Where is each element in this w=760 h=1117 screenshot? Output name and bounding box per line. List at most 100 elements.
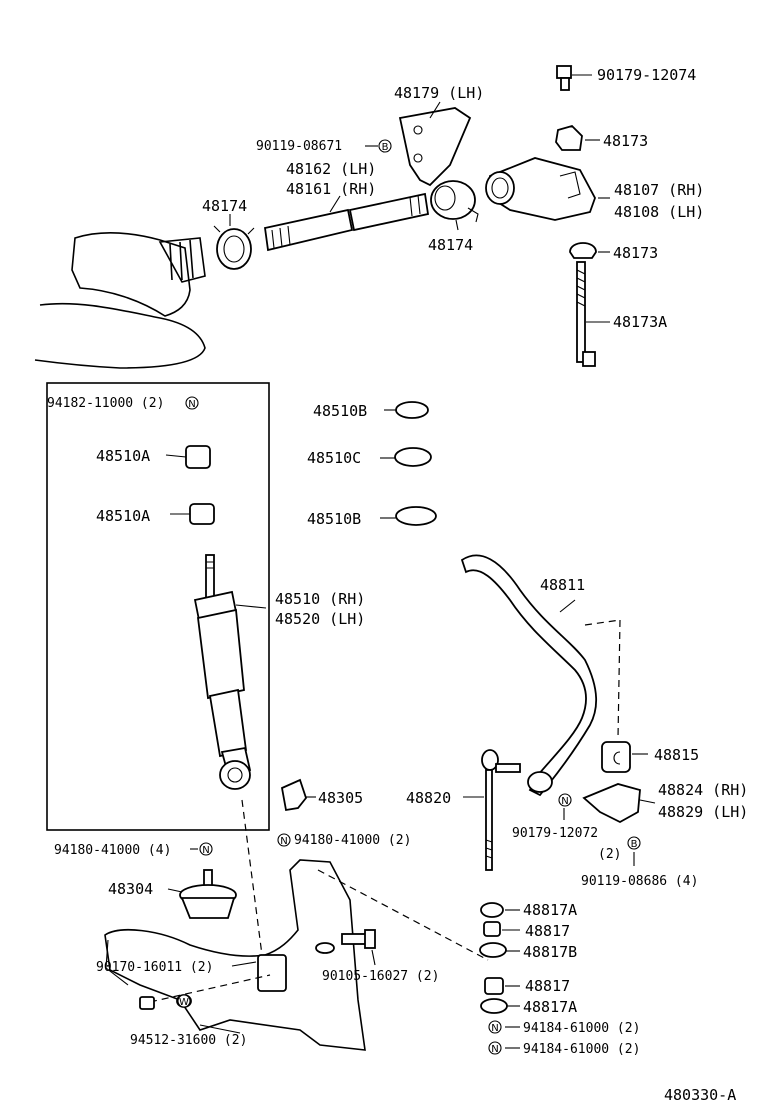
label-48520: 48520 (LH) bbox=[275, 610, 365, 628]
boot-left bbox=[158, 237, 206, 283]
label-48510B-1: 48510B bbox=[313, 402, 367, 420]
label-94184-61000-1: 94184-61000 (2) bbox=[523, 1021, 640, 1036]
n-circle-icon: N bbox=[277, 833, 291, 847]
svg-text:N: N bbox=[491, 1023, 498, 1034]
label-94184-61000-2: 94184-61000 (2) bbox=[523, 1042, 640, 1057]
stabilizer-bar-end bbox=[527, 771, 553, 793]
circled-symbols: B N N N B N W N N bbox=[177, 139, 641, 1055]
link-48820 bbox=[481, 749, 521, 871]
bolt-90105-16027 bbox=[315, 929, 376, 954]
bushing-stack-48817 bbox=[479, 902, 508, 1014]
label-90170-16011: 90170-16011 (2) bbox=[96, 960, 213, 975]
label-48815: 48815 bbox=[654, 746, 699, 764]
svg-text:N: N bbox=[188, 399, 195, 410]
bolt-90179-12074 bbox=[556, 65, 572, 91]
svg-text:B: B bbox=[382, 142, 389, 153]
b-circle-icon: B bbox=[378, 139, 392, 153]
bushing-48815 bbox=[601, 741, 631, 773]
label-48173A: 48173A bbox=[613, 313, 667, 331]
label-48817A-1: 48817A bbox=[523, 901, 577, 919]
label-48510B-2: 48510B bbox=[307, 510, 361, 528]
label-48510: 48510 (RH) bbox=[275, 590, 365, 608]
label-48107: 48107 (RH) bbox=[614, 181, 704, 199]
n-circle-icon: N bbox=[199, 842, 213, 856]
label-90105-16027: 90105-16027 (2) bbox=[322, 969, 439, 984]
clamp-48174-left bbox=[213, 225, 255, 270]
label-48510C: 48510C bbox=[307, 449, 361, 467]
label-94182-11000: 94182-11000 (2) bbox=[47, 396, 164, 411]
label-48829: 48829 (LH) bbox=[658, 803, 748, 821]
svg-text:W: W bbox=[179, 997, 189, 1008]
label-48174-left: 48174 bbox=[202, 197, 247, 215]
label-48304: 48304 bbox=[108, 880, 153, 898]
label-94180-41000-left: 94180-41000 (4) bbox=[54, 843, 171, 858]
bracket-48179 bbox=[398, 107, 472, 187]
anchor-arm-48107-48108 bbox=[485, 157, 596, 221]
label-48817-2: 48817 bbox=[525, 977, 570, 995]
label-48510A-2: 48510A bbox=[96, 507, 150, 525]
cushion-48510A-upper bbox=[185, 445, 211, 469]
mount-48304 bbox=[179, 869, 237, 919]
bracket-48305 bbox=[280, 778, 308, 812]
dash-line-4 bbox=[617, 619, 621, 739]
svg-text:N: N bbox=[202, 845, 209, 856]
bolt-48173A bbox=[576, 261, 596, 367]
svg-text:N: N bbox=[561, 796, 568, 807]
n-circle-icon: N bbox=[558, 793, 572, 807]
diagram-artwork bbox=[34, 65, 656, 1051]
cushion-48510A-lower bbox=[189, 503, 215, 525]
figure-code: 480330-A bbox=[664, 1086, 736, 1104]
cap-48173-top bbox=[555, 124, 583, 151]
dash-line-3 bbox=[584, 619, 621, 626]
label-48179: 48179 (LH) bbox=[394, 84, 484, 102]
shock-group-box bbox=[46, 382, 270, 831]
b-circle-icon: B bbox=[627, 836, 641, 850]
label-48305: 48305 bbox=[318, 789, 363, 807]
svg-text:N: N bbox=[280, 836, 287, 847]
part-labels: 90179-12074 48179 (LH) 48173 90119-08671… bbox=[47, 66, 748, 1104]
svg-text:N: N bbox=[491, 1044, 498, 1055]
label-48510A-1: 48510A bbox=[96, 447, 150, 465]
label-48820: 48820 bbox=[406, 789, 451, 807]
label-48173-top: 48173 bbox=[603, 132, 648, 150]
stabilizer-bracket-lower bbox=[257, 954, 287, 992]
nut-90170-16011 bbox=[139, 996, 155, 1010]
label-90119-08686: 90119-08686 (4) bbox=[581, 874, 698, 889]
label-48173-mid: 48173 bbox=[613, 244, 658, 262]
label-48817-1: 48817 bbox=[525, 922, 570, 940]
washer-48510B-upper bbox=[395, 401, 429, 419]
svg-text:B: B bbox=[631, 839, 638, 850]
label-48817B: 48817B bbox=[523, 943, 577, 961]
label-48174-mid: 48174 bbox=[428, 236, 473, 254]
n-circle-icon: N bbox=[488, 1041, 502, 1055]
label-48162: 48162 (LH) bbox=[286, 160, 376, 178]
n-circle-icon: N bbox=[488, 1020, 502, 1034]
torsion-bar-48161-48162 bbox=[263, 192, 430, 252]
label-90179-12074: 90179-12074 bbox=[597, 66, 696, 84]
n-circle-icon: N bbox=[185, 396, 199, 410]
label-94512-31600: 94512-31600 (2) bbox=[130, 1033, 247, 1048]
clamp-48174-middle bbox=[430, 180, 479, 223]
label-90119-08671: 90119-08671 bbox=[256, 139, 342, 154]
washer-48510C bbox=[394, 447, 432, 467]
washer-48510B-lower bbox=[395, 506, 437, 526]
frame-outline-top-left-upper bbox=[71, 232, 191, 317]
label-90179-12072: 90179-12072 bbox=[512, 826, 598, 841]
shock-absorber-48510-48520 bbox=[193, 554, 252, 790]
label-48817A-2: 48817A bbox=[523, 998, 577, 1016]
label-90179-12072-qty: (2) bbox=[598, 847, 621, 862]
label-94180-41000-right: 94180-41000 (2) bbox=[294, 833, 411, 848]
dash-line-1 bbox=[149, 974, 271, 1003]
w-circle-icon: W bbox=[177, 994, 191, 1008]
dash-line-2 bbox=[317, 869, 489, 961]
bracket-48824-48829 bbox=[582, 783, 641, 824]
frame-outline-top-left bbox=[34, 302, 206, 369]
label-48108: 48108 (LH) bbox=[614, 203, 704, 221]
leader-lines bbox=[105, 74, 656, 1049]
label-48824: 48824 (RH) bbox=[658, 781, 748, 799]
label-48811: 48811 bbox=[540, 576, 585, 594]
cap-48173-middle bbox=[569, 242, 597, 259]
dash-line-5 bbox=[241, 799, 263, 956]
